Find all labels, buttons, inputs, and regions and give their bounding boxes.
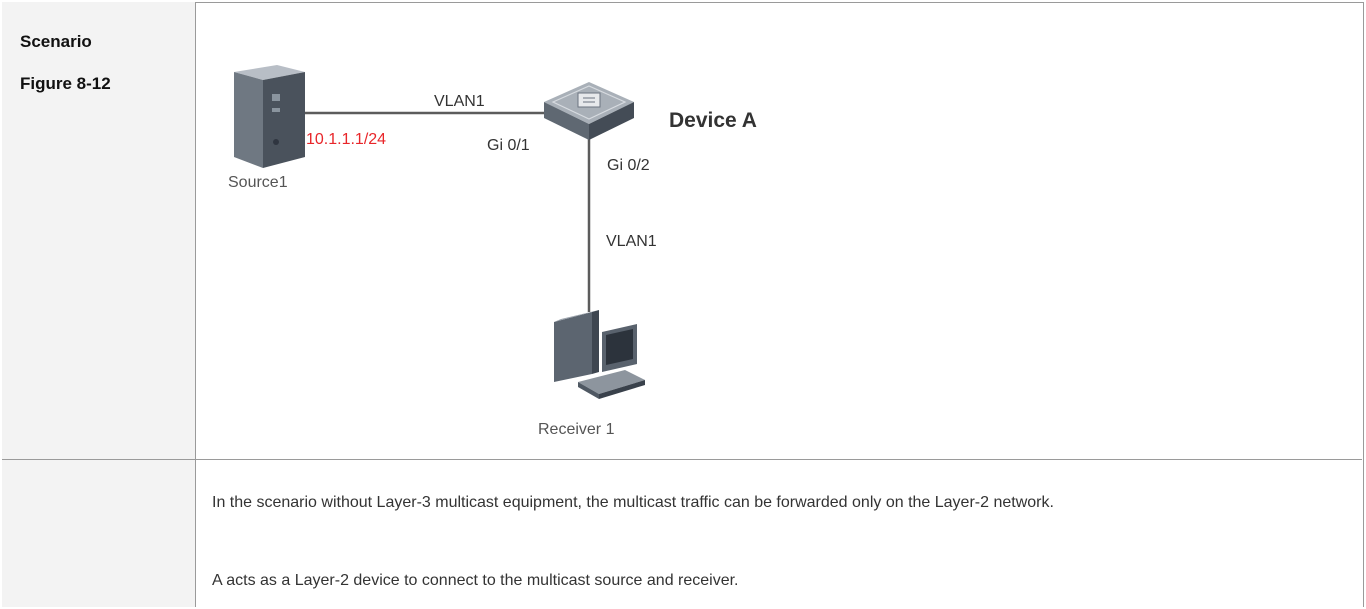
port-right-label: Gi 0/2 [607,157,650,174]
source-label: Source1 [228,174,288,191]
figure-label: Figure 8-12 [20,74,111,93]
description-paragraph-1: In the scenario without Layer-3 multicas… [212,494,1054,511]
topology-diagram: VLAN1 10.1.1.1/24 Gi 0/1 Source1 Device … [228,65,757,438]
port-left-label: Gi 0/1 [487,137,530,154]
row-divider [2,459,1362,460]
label-column [2,2,195,607]
scenario-label: Scenario [20,32,92,51]
description-paragraph-2: A acts as a Layer-2 device to connect to… [212,572,739,589]
source-ip-label: 10.1.1.1/24 [306,131,386,148]
column-divider [195,2,196,607]
vlan-vertical-label: VLAN1 [606,233,657,250]
vlan-top-label: VLAN1 [434,93,485,110]
server-icon [234,65,305,168]
switch-icon [544,82,634,140]
device-label: Device A [669,109,757,132]
receiver-label: Receiver 1 [538,421,615,438]
computer-icon [554,310,645,399]
